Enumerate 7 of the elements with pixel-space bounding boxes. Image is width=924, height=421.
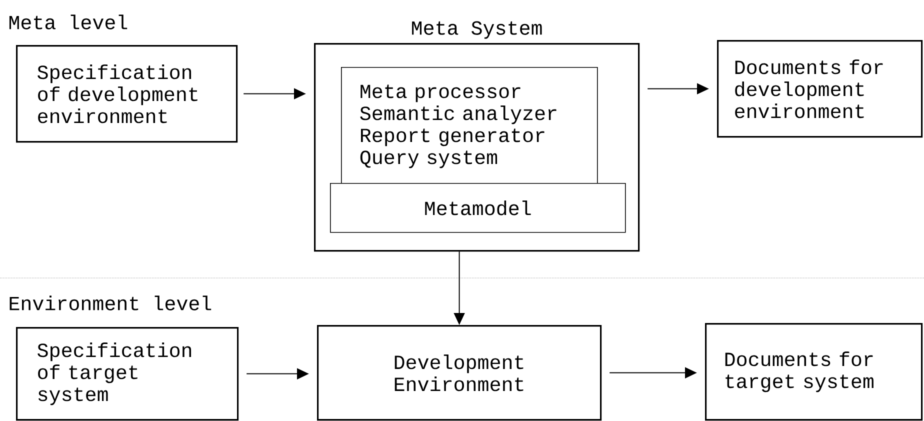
- document-box: Documents for development environment: [717, 40, 923, 138]
- process-box: Specification of development environment: [16, 45, 238, 143]
- process-box: Specification of target system: [16, 327, 239, 421]
- document-box: Documents for target system: [705, 323, 923, 421]
- process-box: Development Environment: [317, 325, 602, 421]
- metamodel-box: Metamodel: [330, 183, 626, 233]
- node-label: Meta System: [412, 21, 542, 39]
